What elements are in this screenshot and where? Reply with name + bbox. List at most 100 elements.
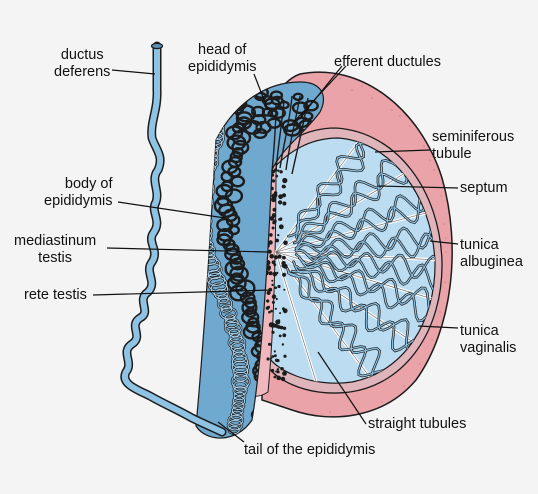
rete-testis-dot <box>282 177 288 184</box>
epididymis-coil <box>206 272 226 286</box>
epididymis-head-coil <box>250 114 267 126</box>
epididymis-coil <box>231 406 244 415</box>
epididymis-coil <box>224 321 242 335</box>
rete-testis-dot <box>271 179 276 183</box>
rete-testis-dot <box>266 357 270 361</box>
rete-testis-dot <box>271 300 275 304</box>
rete-testis-dot <box>268 240 273 245</box>
label-tail-of-epididymis: tail of the epididymis <box>244 442 376 458</box>
rete-testis-dot <box>278 334 282 338</box>
epididymis-coil <box>196 185 214 199</box>
epididymis-coil <box>244 297 257 309</box>
label-tunica-albuginea: tunica albuginea <box>460 237 523 271</box>
rete-testis-dot <box>271 197 277 203</box>
label-line: seminiferous <box>432 129 515 145</box>
rete-testis-dot <box>272 271 278 277</box>
label-line: tunica <box>460 323 499 339</box>
label-seminiferous-tubule: seminiferous tubule <box>432 129 514 163</box>
rete-testis-dot <box>268 342 272 346</box>
rete-testis-dot <box>283 185 286 189</box>
epididymis-coil <box>196 185 215 199</box>
label-line: epididymis <box>188 59 257 75</box>
epididymis-coil <box>196 225 213 237</box>
epididymis-coil <box>210 100 224 110</box>
epididymis-coil <box>253 404 268 416</box>
epididymis-coil <box>214 288 229 300</box>
label-body-of-epididymis: body of epididymis <box>44 176 113 210</box>
ductus-deferens-fill <box>121 43 225 435</box>
rete-testis-dot <box>271 226 275 230</box>
rete-testis-dot <box>271 330 275 334</box>
epididymis-coil <box>210 119 223 129</box>
rete-testis-dot <box>267 265 271 270</box>
epididymis-coil <box>233 391 246 401</box>
rete-testis-dot <box>270 357 273 360</box>
rete-testis-dot <box>274 286 278 290</box>
label-line: head of <box>198 42 247 58</box>
epididymis-coil <box>256 417 274 432</box>
epididymis-coil <box>227 165 242 178</box>
epididymis-head-coil <box>243 119 263 135</box>
epididymis-coil <box>229 91 248 107</box>
label-line: deferens <box>54 64 111 80</box>
epididymis-coil <box>207 102 227 117</box>
rete-testis-dot <box>267 305 271 309</box>
rete-testis-dot <box>274 354 277 358</box>
rete-testis-dot <box>273 255 279 260</box>
epididymis-coil <box>209 113 225 125</box>
epididymis-coil <box>223 208 238 223</box>
vaginalis-texture <box>329 77 447 413</box>
epididymis-coil <box>224 243 240 256</box>
epididymis-coil <box>198 191 212 202</box>
epididymis-head-coil <box>270 107 287 119</box>
rete-testis-dot <box>280 376 286 382</box>
label-line: tubule <box>432 146 472 162</box>
rete-testis-dot <box>273 191 278 195</box>
rete-testis-dot <box>270 309 273 313</box>
epididymis-coil <box>196 215 212 227</box>
rete-testis-dot <box>278 224 284 230</box>
epididymis-coil <box>202 168 215 178</box>
epididymis-coil <box>200 171 216 183</box>
epididymis-coil <box>232 401 245 411</box>
rete-testis-dot <box>273 375 277 379</box>
epididymis-coil <box>251 422 268 436</box>
rete-testis-dot <box>277 254 282 259</box>
rete-testis-dot <box>272 215 275 218</box>
epididymis-coil <box>231 360 250 374</box>
rete-testis-dot <box>276 359 280 363</box>
rete-testis-dot <box>274 307 277 310</box>
label-line: albuginea <box>460 254 523 270</box>
rete-testis-dot <box>278 200 283 205</box>
epididymis-coil <box>200 177 214 188</box>
rete-testis-dot <box>276 370 280 374</box>
epididymis-coil <box>220 180 234 193</box>
ductus-deferens-cut-end <box>150 42 164 50</box>
rete-testis-dot <box>281 261 286 266</box>
epididymis-head-coil <box>261 107 273 117</box>
seminiferous-tubule-coil <box>295 182 436 250</box>
rete-testis-dot <box>271 279 274 282</box>
rete-testis-dot <box>279 325 284 330</box>
rete-testis-dot <box>268 271 273 276</box>
rete-testis-dot <box>272 297 275 300</box>
label-line: testis <box>38 250 73 266</box>
rete-testis-dot <box>268 310 271 314</box>
epididymis-coil <box>230 410 243 421</box>
epididymis-coil <box>208 108 226 121</box>
rete-testis-dot <box>269 253 275 259</box>
rete-testis-dot <box>269 233 273 237</box>
rete-testis-dot <box>278 194 283 200</box>
epididymis-coil <box>196 194 214 209</box>
epididymis-coil <box>196 210 211 223</box>
label-line: epididymis <box>44 193 113 209</box>
label-mediastinum-testis: mediastinum testis <box>14 233 96 267</box>
epididymis-coil <box>233 371 248 382</box>
epididymis-head-coil <box>278 100 290 110</box>
epididymis-coil <box>201 177 213 187</box>
rete-testis-dot <box>271 213 276 218</box>
epididymis-coil <box>196 193 214 210</box>
rete-testis-dot <box>277 169 280 172</box>
rete-testis-dot <box>266 290 271 295</box>
rete-testis-dot <box>271 283 274 287</box>
